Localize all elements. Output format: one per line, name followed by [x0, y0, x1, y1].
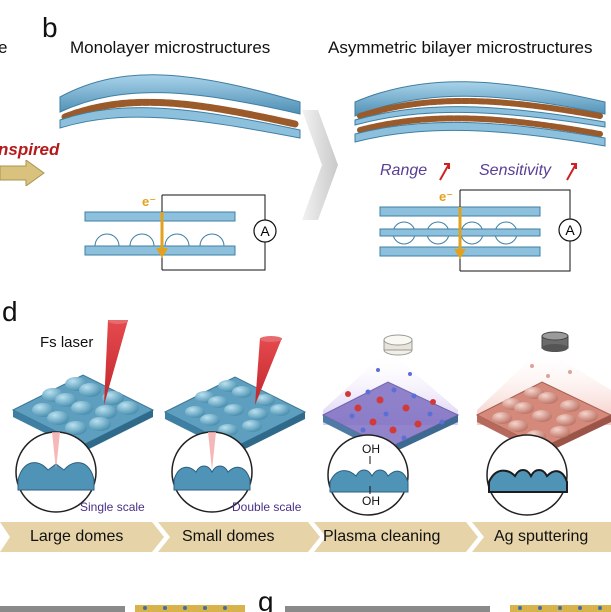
process-steps-bar — [0, 522, 611, 552]
step-label-1: Large domes — [30, 528, 124, 545]
sensitivity-up-arrow-icon — [566, 163, 577, 181]
ag-sputtering-illustration — [475, 331, 611, 516]
range-label: Range — [380, 162, 428, 179]
step-label-4: Ag sputtering — [494, 528, 589, 545]
oh-bond-line — [369, 456, 371, 494]
range-up-arrow-icon — [439, 163, 450, 181]
step-label-2: Small domes — [182, 528, 275, 545]
monolayer-ammeter-label: A — [260, 223, 270, 239]
panel-d-letter: d — [2, 296, 18, 327]
double-scale-label: Double scale — [232, 500, 302, 514]
bilayer-circuit-diagram: A e⁻ — [379, 189, 582, 272]
panel-g-cropped-images — [0, 605, 611, 612]
step-arrow-2 — [158, 522, 320, 552]
step-label-3: Plasma cleaning — [323, 528, 441, 545]
small-domes-illustration — [163, 336, 307, 513]
monolayer-electron-label: e⁻ — [142, 194, 156, 209]
monolayer-title: Monolayer microstructures — [70, 38, 271, 57]
step-arrow-1 — [0, 522, 164, 552]
transition-chevron-icon — [302, 110, 338, 220]
monolayer-circuit-diagram: A e⁻ — [84, 194, 277, 271]
inspired-arrow-icon — [0, 160, 45, 186]
panel-g-letter: g — [258, 586, 274, 612]
panel-b-letter: b — [42, 12, 58, 43]
bilayer-electron-label: e⁻ — [439, 189, 453, 204]
large-domes-illustration — [11, 320, 155, 513]
oh-label-bottom: OH — [362, 494, 380, 508]
single-scale-label: Single scale — [80, 500, 145, 514]
bilayer-ammeter-label: A — [565, 222, 575, 238]
plasma-cleaning-illustration — [321, 334, 460, 516]
panel-a-cut-text: e — [0, 38, 8, 57]
oh-label-top: OH — [362, 442, 380, 456]
inspired-label: nspired — [0, 140, 60, 159]
fs-laser-label: Fs laser — [40, 334, 94, 351]
bilayer-title: Asymmetric bilayer microstructures — [328, 38, 593, 57]
step-arrow-3 — [314, 522, 478, 552]
step-arrow-4 — [472, 522, 611, 552]
monolayer-film-illustration — [59, 74, 301, 139]
sensitivity-label: Sensitivity — [479, 162, 552, 179]
bilayer-film-illustration — [354, 81, 606, 147]
